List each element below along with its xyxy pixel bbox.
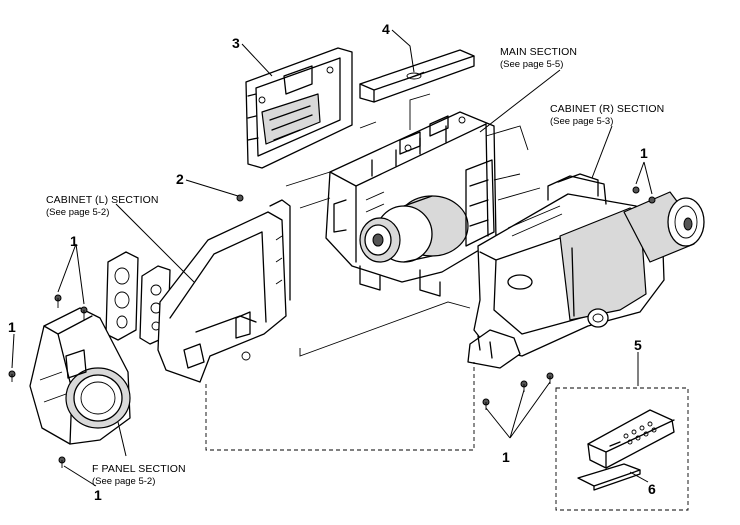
cabinet-l-section-title: CABINET (L) SECTION bbox=[46, 194, 159, 206]
f-panel-assembly bbox=[29, 307, 131, 445]
f-panel-section-ref: (See page 5-2) bbox=[92, 476, 155, 487]
cabinet-l-assembly bbox=[105, 199, 291, 383]
main-section-ref: (See page 5-5) bbox=[500, 59, 563, 70]
part-6-battery-cover bbox=[577, 463, 641, 491]
leader-lines bbox=[11, 29, 653, 487]
part-1-fpanel-top-label: 1 bbox=[70, 233, 78, 249]
part-1-fpanel-bottom-label: 1 bbox=[94, 487, 102, 503]
cabinet-r-section-title: CABINET (R) SECTION bbox=[550, 103, 664, 115]
part-2-label: 2 bbox=[176, 171, 184, 187]
part-5-label: 5 bbox=[634, 337, 642, 353]
part-3-door-panel bbox=[245, 47, 353, 169]
assembly-guide-lines bbox=[205, 93, 541, 451]
cabinet-r-assembly bbox=[467, 173, 705, 369]
part-5-remote-control bbox=[555, 387, 689, 511]
cabinet-l-section-ref: (See page 5-2) bbox=[46, 207, 109, 218]
cabinet-r-section-ref: (See page 5-3) bbox=[550, 116, 613, 127]
f-panel-section-title: F PANEL SECTION bbox=[92, 463, 186, 475]
part-4-label: 4 bbox=[382, 21, 390, 37]
part-3-label: 3 bbox=[232, 35, 240, 51]
main-section-title: MAIN SECTION bbox=[500, 46, 577, 58]
main-section-assembly bbox=[325, 111, 497, 297]
part-4-cover-strip bbox=[359, 49, 475, 103]
screws bbox=[8, 186, 656, 468]
part-6-label: 6 bbox=[648, 481, 656, 497]
part-1-cabinet-r-top-label: 1 bbox=[640, 145, 648, 161]
part-1-cabinet-r-bottom-label: 1 bbox=[502, 449, 510, 465]
part-1-fpanel-left-label: 1 bbox=[8, 319, 16, 335]
